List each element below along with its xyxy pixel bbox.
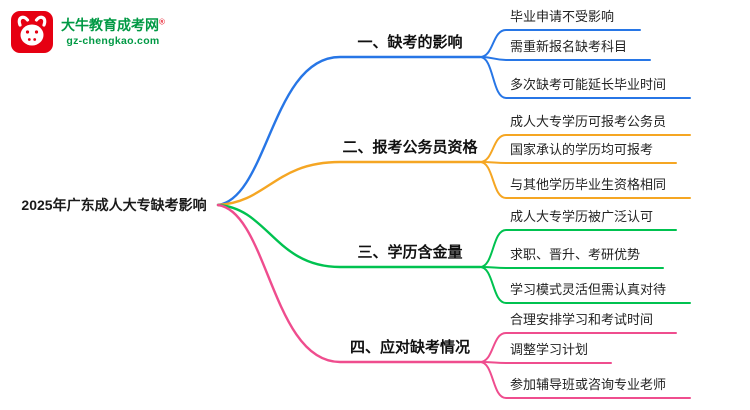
logo-site-url: gz-chengkao.com bbox=[66, 35, 160, 48]
branch-3-leaf-3-connector bbox=[479, 266, 691, 304]
branch-node-2: 二、报考公务员资格 bbox=[342, 139, 478, 156]
leaf-node: 毕业申请不受影响 bbox=[510, 9, 615, 24]
root-node: 2025年广东成人大专缺考影响 bbox=[21, 197, 207, 213]
leaf-node: 成人大专学历可报考公务员 bbox=[510, 114, 667, 129]
branch-3-leaf-1-connector bbox=[479, 229, 677, 268]
leaf-node: 学习模式灵活但需认真对待 bbox=[510, 282, 667, 297]
branch-3-connector bbox=[216, 203, 482, 269]
leaf-node: 成人大专学历被广泛认可 bbox=[510, 209, 654, 224]
branch-1-connector bbox=[216, 55, 482, 207]
branch-node-4: 四、应对缺考情况 bbox=[349, 339, 470, 356]
branch-4-leaf-3-connector bbox=[479, 361, 691, 399]
branch-1-leaf-3-connector bbox=[479, 56, 691, 99]
branch-1-leaf-1-connector bbox=[479, 29, 641, 58]
logo-site-name-text: 大牛教育成考网 bbox=[61, 16, 159, 33]
logo-text: 大牛教育成考网® gz-chengkao.com bbox=[61, 17, 165, 47]
branch-node-3: 三、学历含金量 bbox=[357, 244, 463, 261]
leaf-node: 需重新报名缺考科目 bbox=[510, 39, 628, 54]
branch-4-leaf-2-connector bbox=[479, 361, 612, 364]
branch-2-connector bbox=[216, 160, 482, 207]
branch-3-leaf-2-connector bbox=[479, 266, 664, 269]
site-logo: 大牛教育成考网® gz-chengkao.com bbox=[10, 10, 165, 54]
branch-4-leaf-1-connector bbox=[479, 332, 677, 363]
branch-2-leaf-2-connector bbox=[479, 161, 677, 164]
bull-logo-icon bbox=[11, 11, 53, 53]
branch-2-leaf-1-connector bbox=[479, 134, 691, 163]
leaf-node: 与其他学历毕业生资格相同 bbox=[510, 177, 667, 192]
leaf-node: 调整学习计划 bbox=[510, 342, 589, 357]
leaf-node: 求职、晋升、考研优势 bbox=[510, 247, 641, 262]
leaf-node: 参加辅导班或咨询专业老师 bbox=[510, 377, 667, 392]
leaf-node: 多次缺考可能延长毕业时间 bbox=[510, 77, 667, 92]
branch-node-1: 一、缺考的影响 bbox=[357, 34, 463, 51]
branch-1-leaf-2-connector bbox=[479, 56, 651, 61]
leaf-node: 合理安排学习和考试时间 bbox=[510, 312, 654, 327]
branch-4-connector bbox=[216, 203, 482, 364]
logo-site-name: 大牛教育成考网® bbox=[61, 17, 165, 33]
leaf-node: 国家承认的学历均可报考 bbox=[510, 142, 654, 157]
registered-mark: ® bbox=[159, 17, 165, 27]
branch-2-leaf-3-connector bbox=[479, 161, 691, 199]
